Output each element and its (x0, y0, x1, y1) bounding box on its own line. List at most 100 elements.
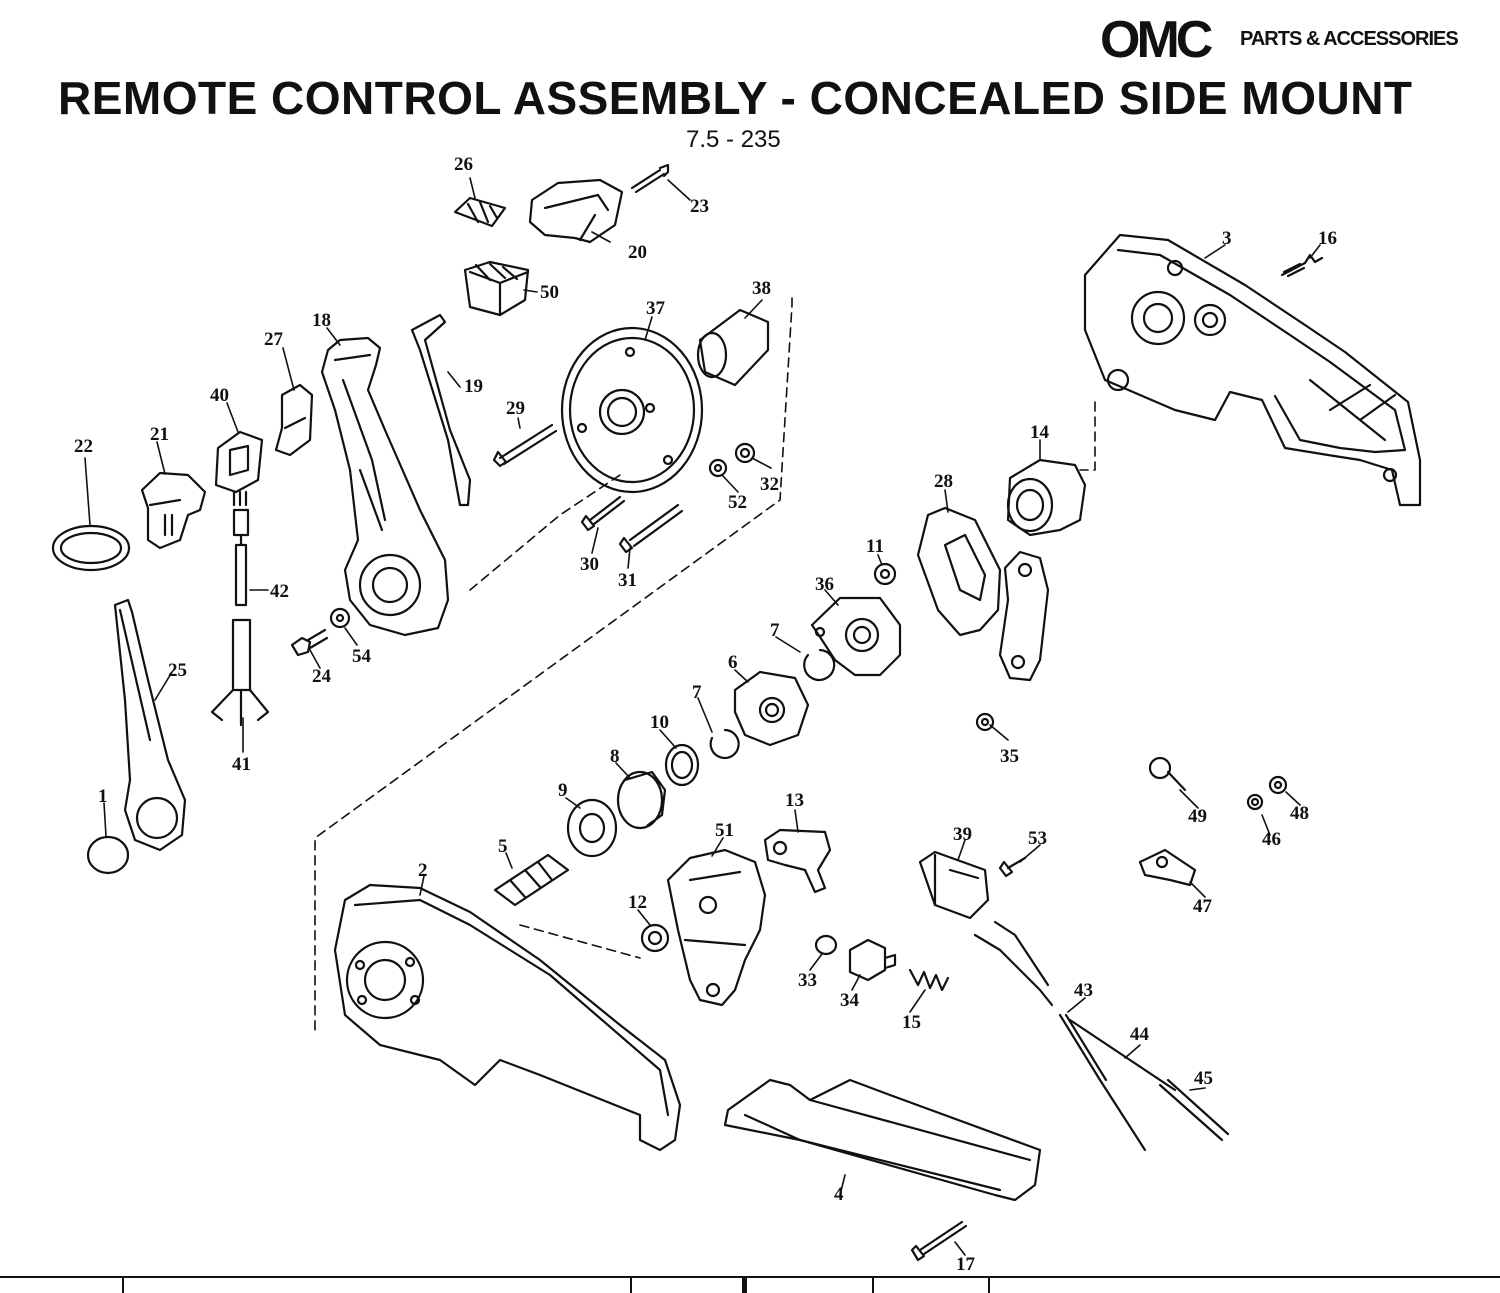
callout-48: 48 (1290, 803, 1309, 824)
part-42-connector (232, 508, 250, 607)
callout-20: 20 (628, 242, 647, 263)
callout-43: 43 (1074, 980, 1093, 1001)
callout-19: 19 (464, 376, 483, 397)
callout-7-upper: 7 (770, 620, 780, 641)
callout-50: 50 (540, 282, 559, 303)
part-4-bottom-cover (723, 1078, 1042, 1202)
part-29-screw (492, 423, 558, 468)
part-28-cam-plate (916, 506, 1002, 637)
part-30-screw (580, 495, 626, 532)
callout-29: 29 (506, 398, 525, 419)
part-48-nut (1268, 775, 1288, 795)
part-22-bezel-ring (51, 524, 131, 572)
callout-7-lower: 7 (692, 682, 702, 703)
callout-6: 6 (728, 652, 738, 673)
part-25-neutral-lever (113, 598, 187, 852)
table-column-divider (122, 1278, 124, 1293)
callout-21: 21 (150, 424, 169, 445)
callout-49: 49 (1188, 806, 1207, 827)
part-41-wire-harness (210, 618, 270, 727)
callout-32: 32 (760, 474, 779, 495)
callout-18: 18 (312, 310, 331, 331)
brand-header: OMC PARTS & ACCESSORIES (1100, 10, 1495, 70)
callout-14: 14 (1030, 422, 1050, 443)
part-45-wire-lead (1158, 1078, 1230, 1142)
callout-11: 11 (866, 536, 884, 557)
callout-5: 5 (498, 836, 508, 857)
part-2-housing-left (333, 883, 682, 1152)
part-18-control-handle (320, 336, 450, 637)
part-5-shaft (493, 853, 570, 907)
callout-22: 22 (74, 436, 93, 457)
callout-27: 27 (264, 329, 284, 350)
table-column-divider (988, 1278, 990, 1293)
part-35-nut (975, 712, 995, 732)
table-column-divider (742, 1278, 747, 1293)
part-34-detent-block (848, 938, 897, 982)
part-50-switch-block (463, 260, 530, 317)
page-title: REMOTE CONTROL ASSEMBLY - CONCEALED SIDE… (58, 72, 1413, 124)
callout-4: 4 (834, 1184, 844, 1205)
callout-44: 44 (1130, 1024, 1150, 1045)
part-46-washer (1246, 793, 1264, 811)
part-52-washer (708, 458, 728, 478)
parts-table-edge (0, 1276, 1500, 1293)
callout-38: 38 (752, 278, 771, 299)
part-51-gear-housing (666, 848, 767, 1007)
callout-33: 33 (798, 970, 817, 991)
callout-15: 15 (902, 1012, 921, 1033)
part-19-lever-rod (410, 313, 472, 507)
callout-16: 16 (1318, 228, 1337, 249)
callout-30: 30 (580, 554, 599, 575)
part-38-bushing (696, 308, 770, 387)
part-39-neutral-switch (918, 850, 990, 920)
switch-wire-leads (973, 920, 1054, 1007)
callout-9: 9 (558, 780, 568, 801)
callout-51: 51 (715, 820, 734, 841)
part-7-snap-ring-lower (709, 728, 740, 760)
callout-35: 35 (1000, 746, 1019, 767)
assembly-guide-lines (314, 297, 1096, 1031)
part-37-flange-plate (560, 326, 704, 494)
part-15-spring (908, 968, 950, 992)
callout-46: 46 (1262, 829, 1281, 850)
part-12-washer (640, 923, 670, 953)
callout-3: 3 (1222, 228, 1232, 249)
callout-23: 23 (690, 196, 709, 217)
part-1-plug (86, 835, 130, 875)
part-27-bracket (274, 383, 314, 457)
callout-1: 1 (98, 786, 108, 807)
callout-2: 2 (418, 860, 428, 881)
part-6-detent (733, 670, 810, 747)
part-3-housing-right (1083, 233, 1422, 507)
callout-31: 31 (618, 570, 637, 591)
callout-41: 41 (232, 754, 251, 775)
callout-36: 36 (815, 574, 834, 595)
callout-54: 54 (352, 646, 372, 667)
callout-12: 12 (628, 892, 647, 913)
callout-52: 52 (728, 492, 747, 513)
omc-logo: OMC (1100, 11, 1213, 69)
part-9-gear (566, 798, 618, 858)
part-17-screw (910, 1220, 968, 1262)
part-8-bushing (616, 770, 667, 830)
part-7-snap-ring-upper (803, 648, 836, 682)
part-44-wire-lead (1068, 1018, 1177, 1092)
table-column-divider (872, 1278, 874, 1293)
part-36-cam (810, 596, 902, 677)
callout-25: 25 (168, 660, 187, 681)
callout-42: 42 (270, 581, 289, 602)
callout-40: 40 (210, 385, 229, 406)
part-31-screw (618, 503, 684, 554)
brand-tagline: PARTS & ACCESSORIES (1240, 28, 1459, 50)
table-column-divider (630, 1278, 632, 1293)
callout-26: 26 (454, 154, 473, 175)
part-47-bracket (1138, 848, 1197, 887)
link-arm (998, 550, 1050, 682)
part-14-gear-assembly (1006, 458, 1087, 537)
part-13-shift-lever (763, 828, 832, 894)
part-49-screw (1148, 756, 1187, 792)
callout-24: 24 (312, 666, 332, 687)
callout-10: 10 (650, 712, 669, 733)
